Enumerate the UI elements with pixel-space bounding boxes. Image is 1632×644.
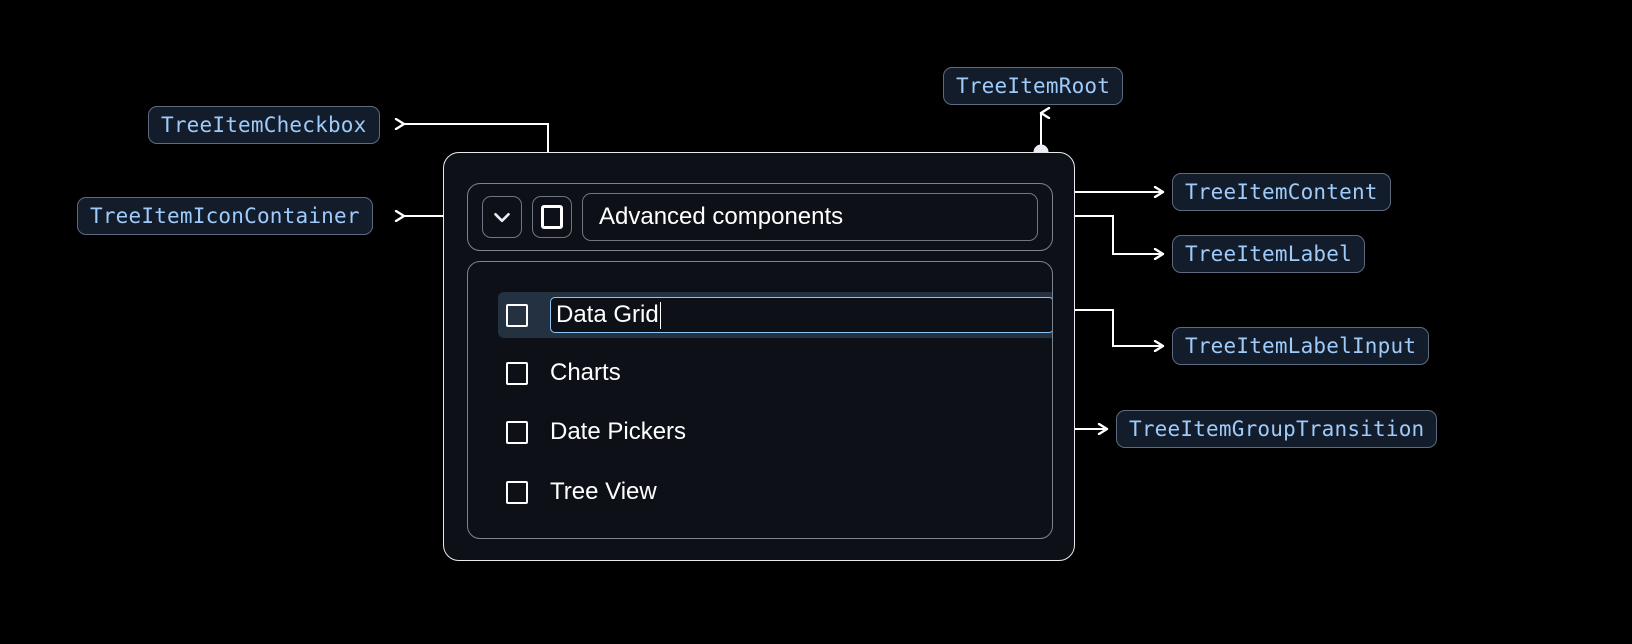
tree-item-row-tree-view[interactable]: Tree View — [498, 470, 657, 514]
tree-item-checkbox[interactable] — [532, 196, 572, 238]
chip-label: TreeItemLabel — [1185, 241, 1352, 266]
chip-label: TreeItemRoot — [956, 73, 1111, 98]
label-input-value: Data Grid — [556, 301, 659, 328]
tree-item-content[interactable]: Advanced components — [467, 183, 1053, 251]
annotation-chip-tree-item-icon-container: TreeItemIconContainer — [77, 197, 373, 235]
tree-item-label-text: Date Pickers — [550, 418, 687, 445]
tree-item-group-transition: Data Grid Charts Date Pickers Tree View — [467, 261, 1053, 539]
checkbox-unchecked-icon[interactable] — [506, 361, 528, 385]
tree-item-icon-container[interactable] — [482, 196, 522, 238]
checkbox-unchecked-icon — [541, 205, 563, 229]
checkbox-unchecked-icon[interactable] — [506, 303, 528, 327]
tree-item-row-charts[interactable]: Charts — [498, 351, 621, 395]
checkbox-unchecked-icon[interactable] — [506, 420, 528, 444]
chip-label: TreeItemCheckbox — [161, 112, 367, 137]
annotation-chip-tree-item-label: TreeItemLabel — [1172, 235, 1365, 273]
tree-item-label-text: Advanced components — [599, 203, 844, 230]
checkbox-unchecked-icon[interactable] — [506, 480, 528, 504]
chip-label: TreeItemIconContainer — [90, 203, 360, 228]
chip-label: TreeItemContent — [1185, 179, 1378, 204]
annotation-chip-tree-item-root: TreeItemRoot — [943, 67, 1124, 105]
annotation-chip-tree-item-group-transition: TreeItemGroupTransition — [1116, 410, 1438, 448]
tree-item-label[interactable]: Advanced components — [582, 193, 1038, 241]
chip-label: TreeItemLabelInput — [1185, 333, 1417, 358]
annotation-chip-tree-item-label-input: TreeItemLabelInput — [1172, 327, 1430, 365]
tree-item-root[interactable]: Advanced components Data Grid Charts Dat… — [443, 152, 1075, 561]
annotation-chip-tree-item-checkbox: TreeItemCheckbox — [148, 106, 380, 144]
tree-item-label-input[interactable]: Data Grid — [550, 297, 1052, 333]
chevron-down-icon — [489, 204, 515, 230]
tree-item-label-text: Tree View — [550, 478, 657, 505]
text-caret — [659, 301, 662, 329]
tree-item-label-text: Charts — [550, 359, 621, 386]
tree-item-row-editing[interactable]: Data Grid — [498, 292, 1052, 338]
chip-label: TreeItemGroupTransition — [1129, 416, 1425, 441]
tree-item-row-date-pickers[interactable]: Date Pickers — [498, 410, 686, 454]
annotation-chip-tree-item-content: TreeItemContent — [1172, 173, 1391, 211]
